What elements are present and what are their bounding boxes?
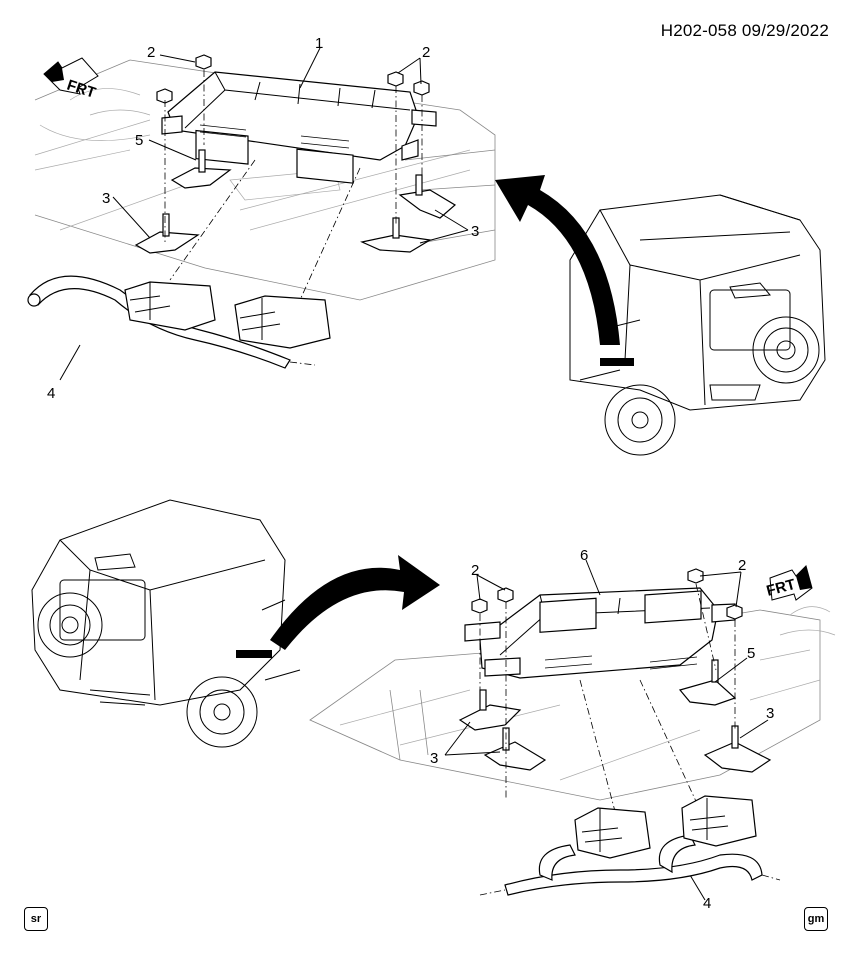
bottom-front-label: FRT	[765, 576, 798, 600]
callout-6: 6	[580, 547, 588, 564]
callout-5: 5	[135, 132, 143, 149]
callout-3-left: 3	[102, 190, 110, 207]
callout-5-bottom: 5	[747, 645, 755, 662]
callout-1: 1	[315, 35, 323, 52]
module-1	[161, 71, 437, 184]
top-callouts: 1 2 2 5 3 3 4	[47, 35, 479, 402]
top-leader-lines	[59, 47, 469, 381]
callout-2-left: 2	[147, 44, 155, 61]
bottom-callouts: 6 2 2 5 3 3 4	[430, 547, 774, 912]
sr-logo: sr	[24, 907, 48, 931]
callout-2-right-bottom: 2	[738, 557, 746, 574]
callout-3-left-bottom: 3	[430, 750, 438, 767]
top-nuts	[156, 54, 430, 104]
top-harness-4	[27, 275, 331, 369]
bottom-leader-lines	[444, 559, 769, 901]
gm-logo: gm	[804, 907, 828, 931]
module-6	[464, 587, 736, 679]
arrow-to-bottom-view	[270, 555, 440, 650]
callout-3-right-bottom: 3	[766, 705, 774, 722]
vehicle-rear-view-bottom	[31, 499, 301, 748]
diagram-reference-code: H202-058 09/29/2022	[660, 21, 829, 40]
top-front-arrow: FRT	[43, 57, 99, 102]
callout-4: 4	[47, 385, 55, 402]
callout-2-left-bottom: 2	[471, 562, 479, 579]
top-brackets	[134, 149, 457, 254]
callout-4-bottom: 4	[703, 895, 711, 912]
bottom-harness-4	[479, 795, 781, 896]
top-front-label: FRT	[65, 77, 98, 102]
callout-3-right: 3	[471, 223, 479, 240]
callout-2-right: 2	[422, 44, 430, 61]
arrow-to-top-view	[495, 175, 620, 345]
bottom-nuts	[471, 568, 743, 620]
bottom-front-arrow: FRT	[765, 565, 813, 601]
bottom-brackets	[458, 659, 772, 773]
vehicle-rear-view-top	[569, 194, 826, 456]
